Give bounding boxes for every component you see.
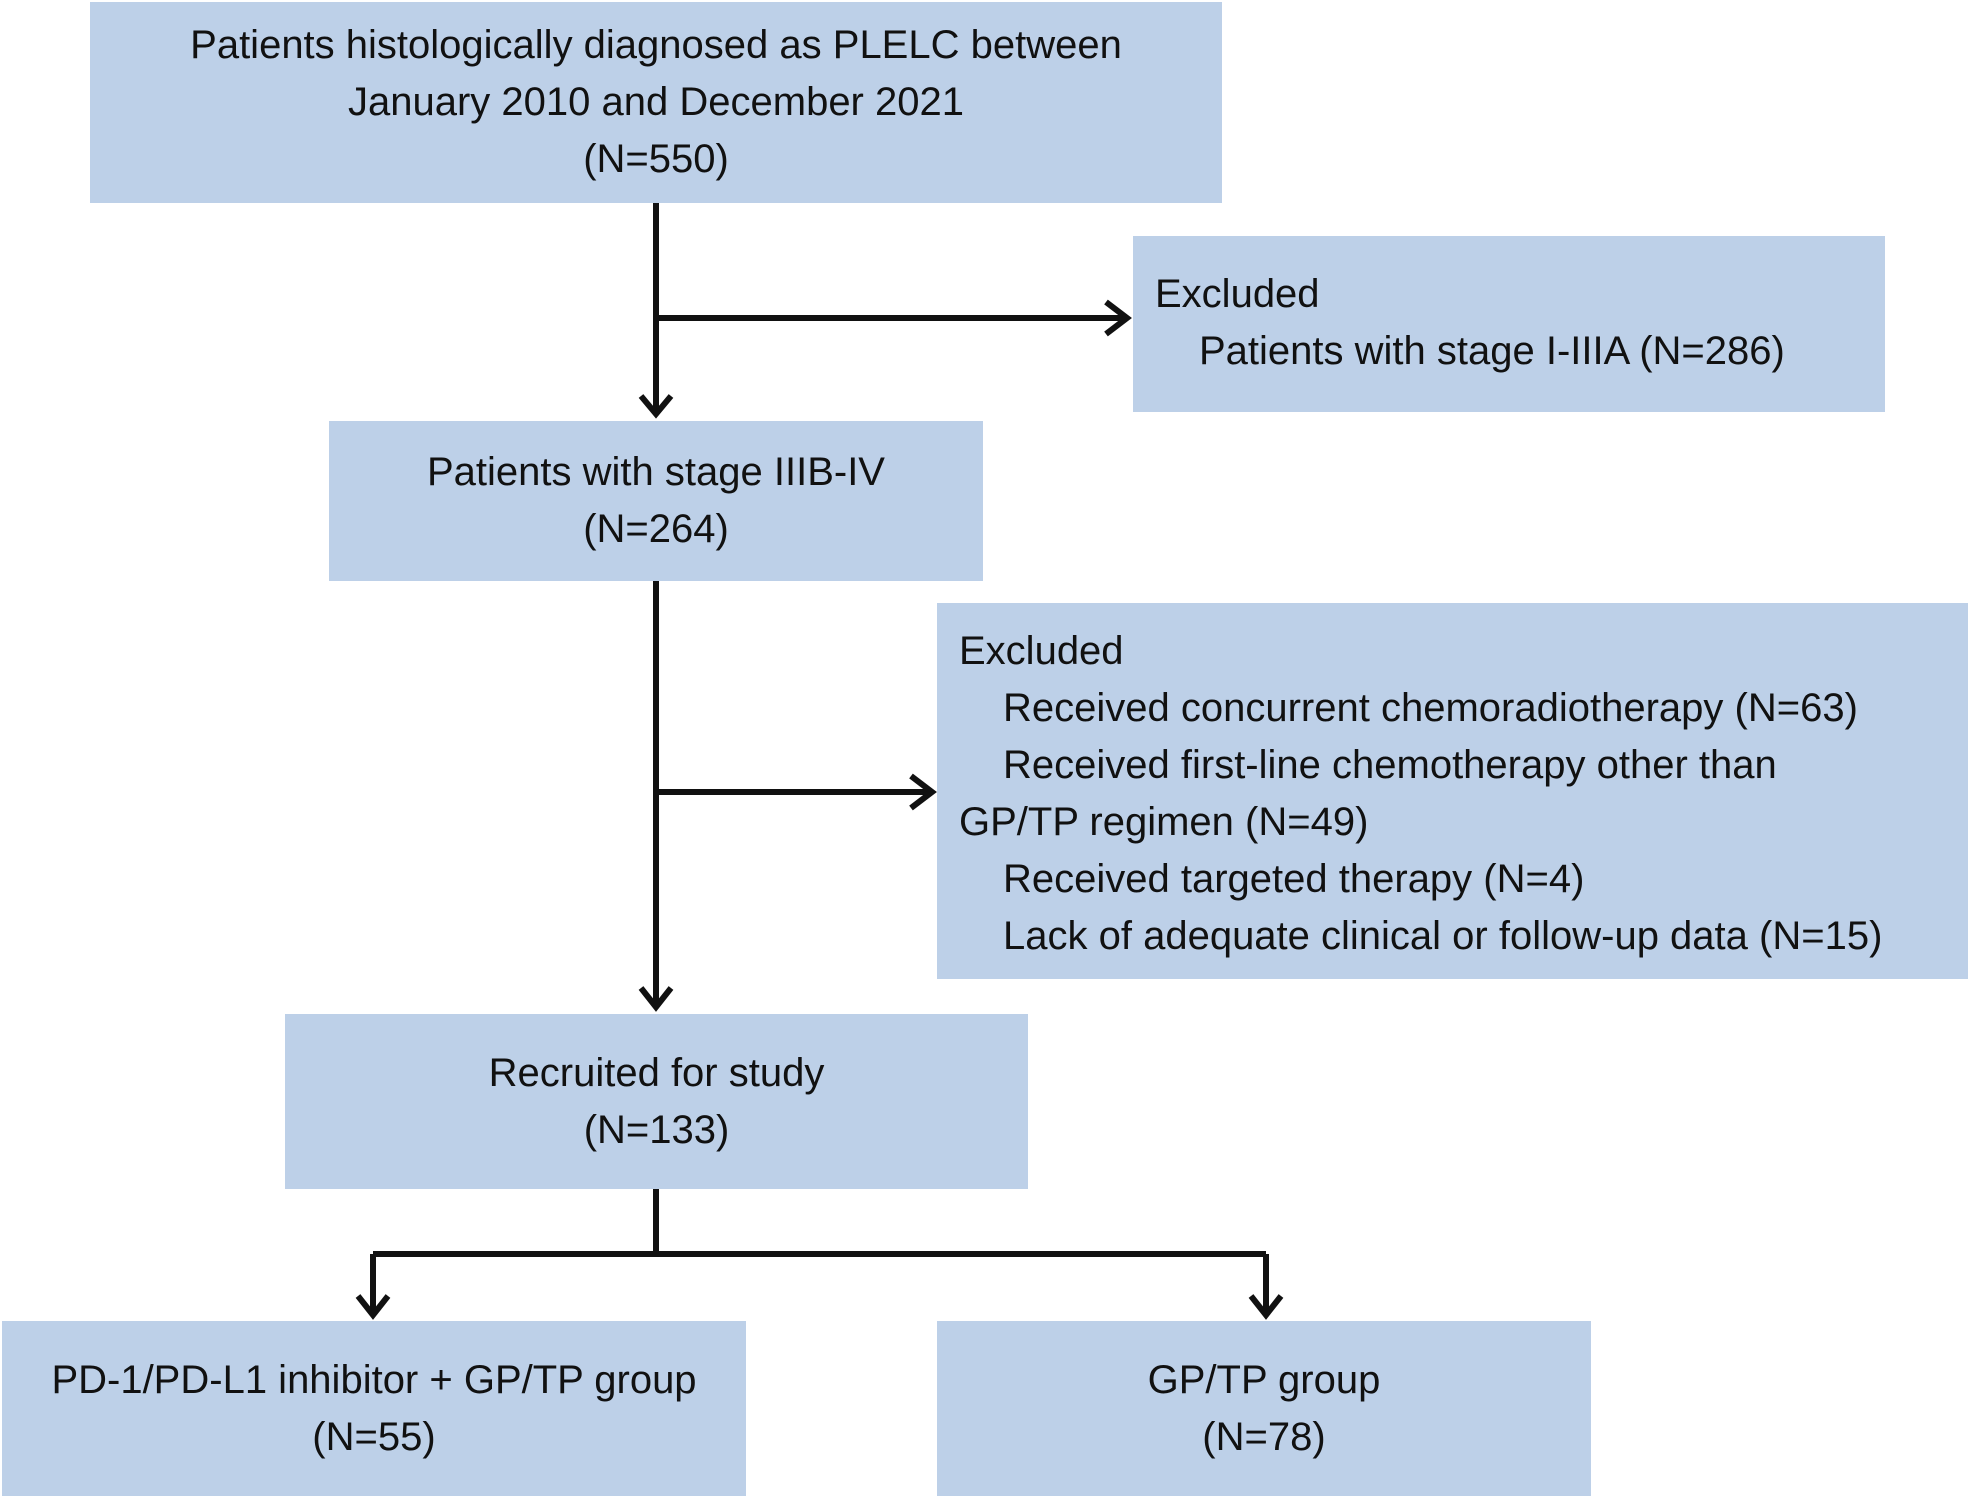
excluded-box-1-heading: Excluded: [1155, 272, 1320, 316]
excluded-box-2-heading: Excluded: [959, 629, 1124, 673]
recruited-box-count: (N=133): [583, 1107, 730, 1152]
excluded-box-2-item-2: Received first-line chemotherapy other t…: [1003, 743, 1777, 787]
gptp-group-count: (N=78): [1202, 1414, 1326, 1459]
arrowhead-stage: [638, 394, 674, 419]
initial-cohort-line-1: Patients histologically diagnosed as PLE…: [190, 23, 1122, 67]
pd1-group-count: (N=55): [312, 1414, 436, 1459]
arrowhead-excluded-2: [909, 773, 937, 811]
excluded-box-2-item-4: Lack of adequate clinical or follow-up d…: [1003, 914, 1883, 958]
excluded-box-2-item-1: Received concurrent chemoradiotherapy (N…: [1003, 686, 1858, 730]
arrowhead-pd1: [355, 1294, 391, 1320]
arrowhead-gptp: [1248, 1294, 1284, 1320]
excluded-box-2-item-3: Received targeted therapy (N=4): [1003, 857, 1585, 901]
initial-cohort-box: Patients histologically diagnosed as PLE…: [90, 2, 1222, 203]
arrowhead-excluded-1: [1104, 299, 1132, 337]
gptp-group-box: GP/TP group (N=78): [937, 1321, 1591, 1496]
initial-cohort-count: (N=550): [583, 137, 729, 181]
recruited-box: Recruited for study (N=133): [285, 1014, 1028, 1189]
excluded-box-2-item-2-cont: GP/TP regimen (N=49): [959, 800, 1369, 844]
stage-box-line-1: Patients with stage IIIB-IV: [427, 450, 885, 494]
gptp-group-line-1: GP/TP group: [1147, 1357, 1381, 1402]
excluded-box-2: Excluded Received concurrent chemoradiot…: [937, 603, 1968, 979]
stage-box: Patients with stage IIIB-IV (N=264): [329, 421, 983, 581]
stage-box-count: (N=264): [583, 507, 729, 551]
pd1-group-box: PD-1/PD-L1 inhibitor + GP/TP group (N=55…: [2, 1321, 746, 1496]
recruited-box-line-1: Recruited for study: [488, 1050, 825, 1095]
excluded-box-1-item: Patients with stage I-IIIA (N=286): [1199, 329, 1785, 373]
initial-cohort-line-2: January 2010 and December 2021: [348, 80, 964, 124]
arrowhead-recruited: [638, 986, 674, 1012]
pd1-group-line-1: PD-1/PD-L1 inhibitor + GP/TP group: [51, 1357, 697, 1402]
excluded-box-1: Excluded Patients with stage I-IIIA (N=2…: [1133, 236, 1885, 412]
